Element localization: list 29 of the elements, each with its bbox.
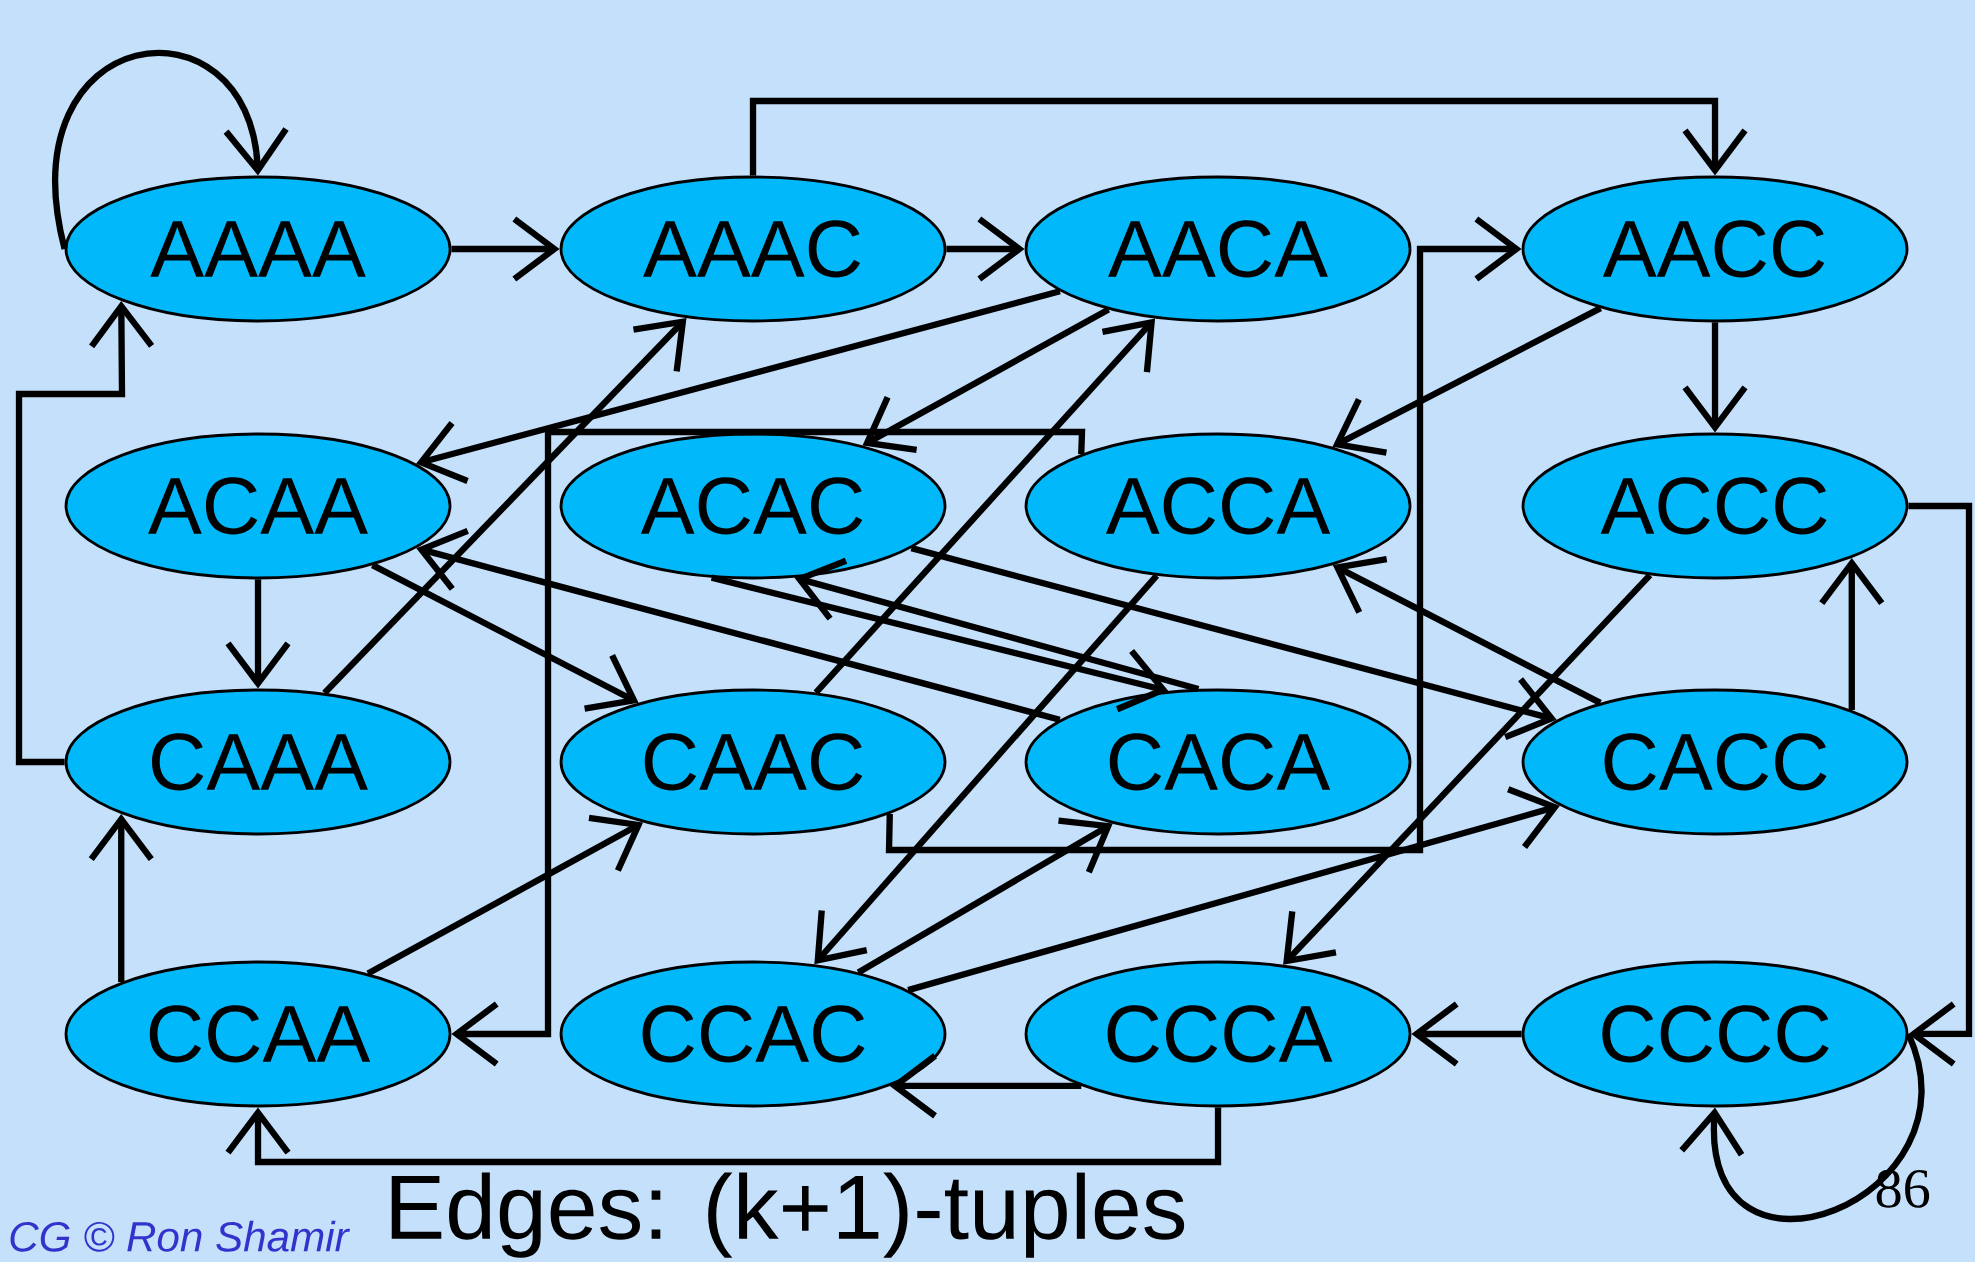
arrow	[749, 97, 1748, 176]
arrow	[856, 817, 1113, 976]
arrow	[814, 573, 1160, 965]
credit-text: CG © Ron Shamir	[10, 1220, 351, 1252]
arrow	[910, 545, 1557, 741]
arrow	[710, 574, 1169, 713]
arrow	[1332, 305, 1603, 456]
arrow	[889, 1053, 1082, 1119]
arrow	[52, 49, 289, 250]
arrow	[907, 786, 1560, 994]
arrow	[88, 813, 154, 983]
arrow	[366, 814, 644, 977]
arrow	[1679, 1033, 1924, 1222]
arrow	[322, 317, 687, 696]
arrow	[225, 1107, 1222, 1166]
arrow	[371, 562, 639, 712]
arrow	[862, 306, 1111, 453]
arrow	[794, 557, 1200, 692]
arrow	[416, 288, 1061, 484]
arrow	[15, 300, 155, 766]
arrow	[885, 216, 1522, 854]
arrow	[451, 428, 1086, 1067]
caption-text: Edges: (k+1)-tuples	[391, 1172, 1185, 1258]
arrow	[1908, 502, 1973, 1067]
arrow	[416, 527, 1061, 723]
arrow	[1819, 557, 1885, 711]
arrow	[1332, 556, 1602, 706]
arrow	[1283, 572, 1653, 965]
arrow	[813, 318, 1156, 695]
